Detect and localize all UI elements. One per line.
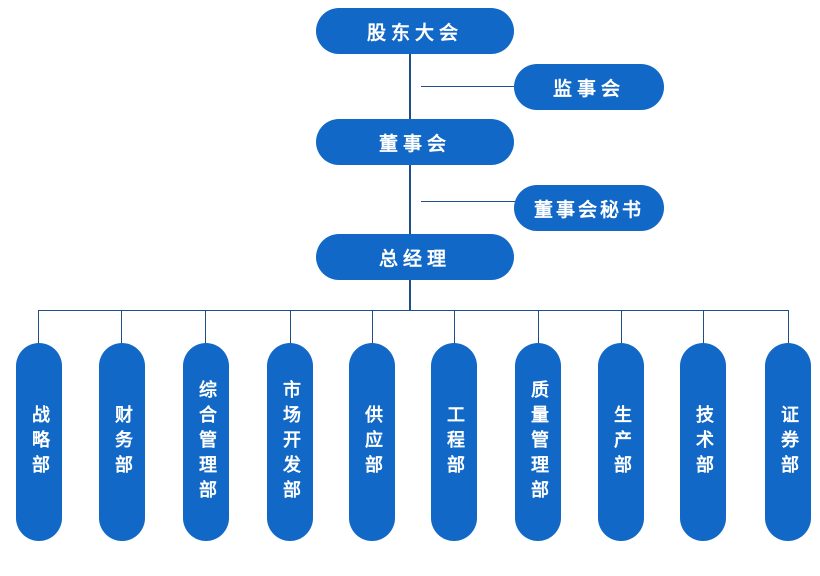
general-manager-node: 总经理 xyxy=(316,234,514,280)
dept-drop-line xyxy=(454,310,455,344)
department-node: 市场开发部 xyxy=(267,343,313,541)
department-node: 质量管理部 xyxy=(515,343,561,541)
department-label: 战略部 xyxy=(29,404,50,480)
department-node: 财务部 xyxy=(99,343,145,541)
department-label: 工程部 xyxy=(444,404,465,480)
department-label: 市场开发部 xyxy=(280,379,301,505)
department-label: 供应部 xyxy=(362,404,383,480)
dept-drop-line xyxy=(290,310,291,344)
department-node: 综合管理部 xyxy=(183,343,229,541)
department-node: 工程部 xyxy=(431,343,477,541)
dept-drop-line xyxy=(372,310,373,344)
department-label: 生产部 xyxy=(611,404,632,480)
department-bus-line xyxy=(38,310,789,311)
dept-drop-line xyxy=(538,310,539,344)
department-node: 证券部 xyxy=(765,343,811,541)
secretary-branch-line xyxy=(421,201,515,202)
department-label: 质量管理部 xyxy=(528,379,549,505)
shareholders-meeting-node: 股东大会 xyxy=(316,8,514,54)
department-node: 战略部 xyxy=(16,343,62,541)
department-node: 生产部 xyxy=(598,343,644,541)
board-of-directors-node: 董事会 xyxy=(316,119,514,165)
department-label: 财务部 xyxy=(112,404,133,480)
supervisory-branch-line xyxy=(421,86,515,87)
dept-drop-line xyxy=(38,310,39,344)
department-node: 技术部 xyxy=(680,343,726,541)
dept-drop-line xyxy=(205,310,206,344)
dept-drop-line xyxy=(788,310,789,344)
department-label: 技术部 xyxy=(693,404,714,480)
department-node: 供应部 xyxy=(349,343,395,541)
supervisory-board-node: 监事会 xyxy=(514,64,664,110)
dept-drop-line xyxy=(621,310,622,344)
dept-drop-line xyxy=(703,310,704,344)
department-label: 综合管理部 xyxy=(196,379,217,505)
dept-drop-line xyxy=(121,310,122,344)
trunk-line-lower xyxy=(409,280,411,310)
department-label: 证券部 xyxy=(778,404,799,480)
board-secretary-node: 董事会秘书 xyxy=(514,185,664,231)
